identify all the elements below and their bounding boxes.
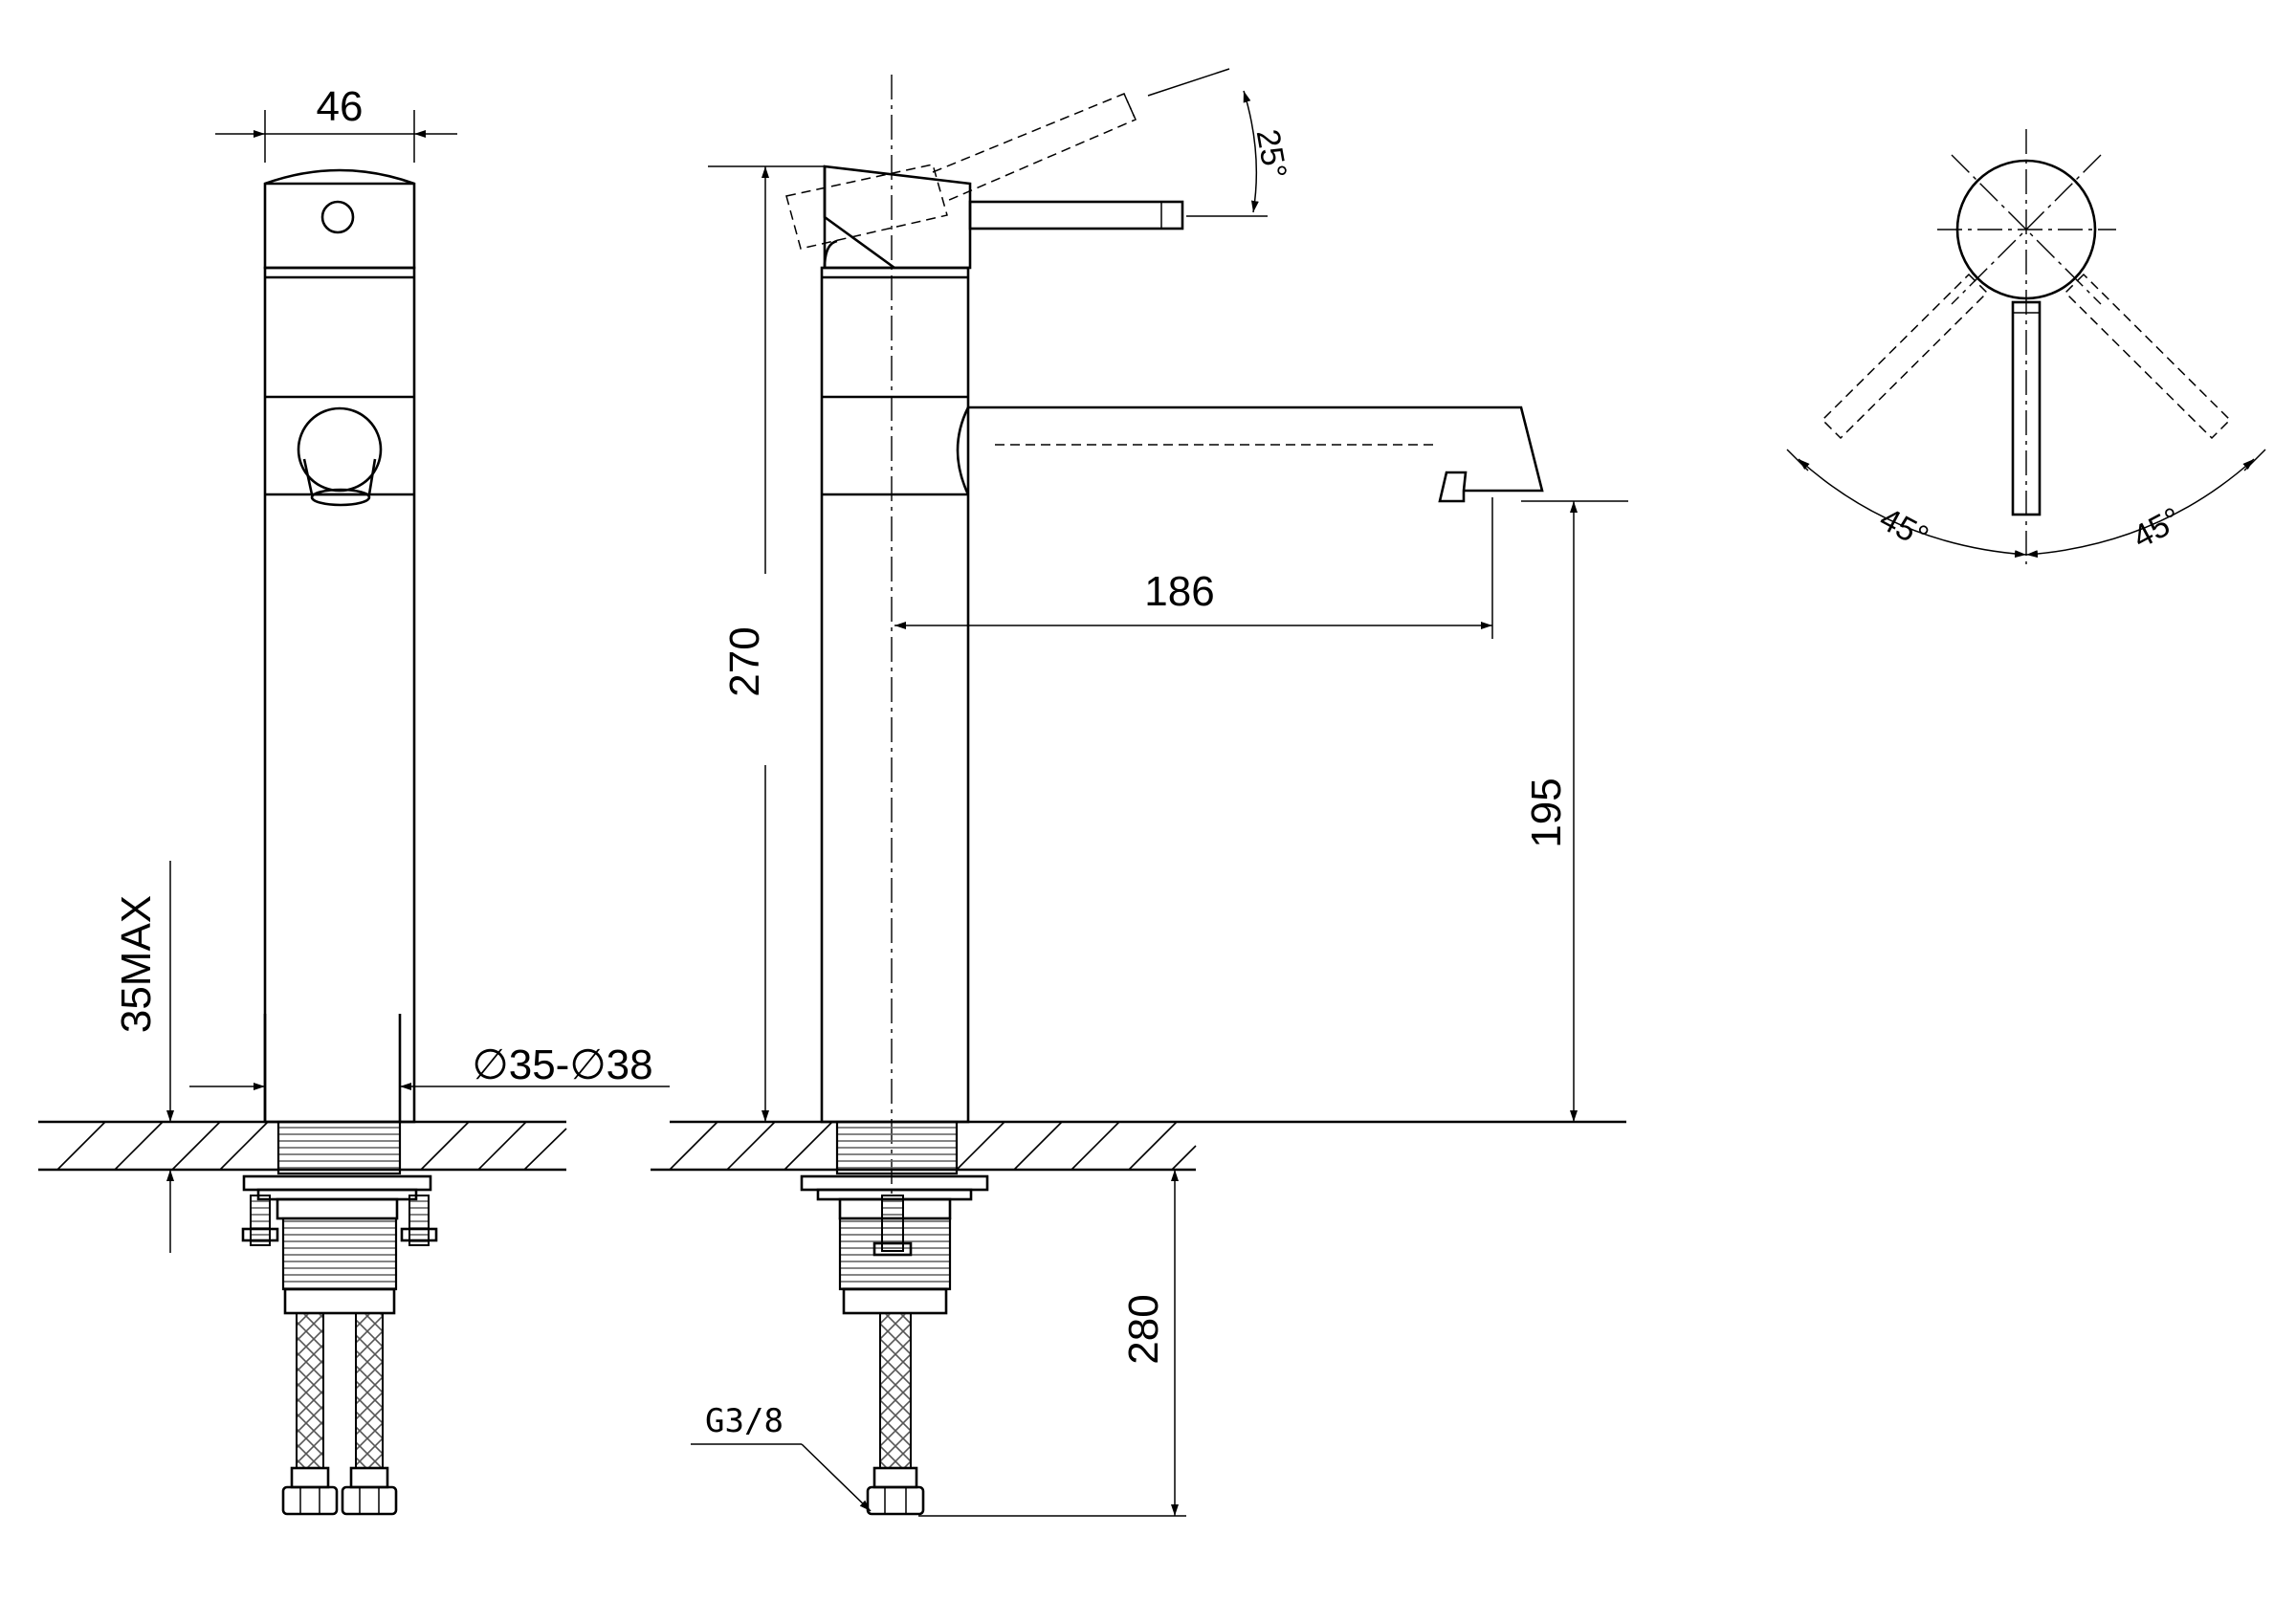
- side-view: [785, 75, 1544, 1516]
- front-mounting-plate: [242, 1174, 432, 1192]
- side-shank-threads: [835, 1120, 959, 1175]
- dim-label-45-left: 45°: [1874, 500, 1934, 556]
- side-lever-rod: [968, 200, 1184, 230]
- front-hose-left: [296, 1312, 324, 1469]
- front-hose-nut-right: [341, 1485, 398, 1516]
- front-countertop: [38, 1120, 567, 1172]
- dim-label-35max: 35MAX: [113, 895, 160, 1033]
- side-spout: [968, 406, 1544, 493]
- dim-label-hole: ∅35-∅38: [472, 1042, 652, 1088]
- side-hose: [879, 1312, 912, 1469]
- top-view: 45° 45°: [1786, 129, 2266, 564]
- callout-thread-g38: G3/8: [691, 1402, 872, 1512]
- front-hose-nut-left: [281, 1485, 339, 1516]
- front-spout-outlet: [297, 406, 383, 493]
- dim-label-25: 25°: [1249, 126, 1293, 181]
- front-shank-threads: [276, 1120, 402, 1175]
- dim-label-195: 195: [1523, 778, 1570, 847]
- dim-label-270: 270: [721, 626, 768, 696]
- dim-height-270: 270: [708, 165, 825, 1122]
- dim-label-46: 46: [317, 83, 364, 130]
- front-cap-indicator: [320, 200, 355, 234]
- side-lever-head: [823, 164, 972, 270]
- dim-deck-35max: 35MAX: [113, 861, 174, 1253]
- front-hose-right: [355, 1312, 384, 1469]
- dim-hose-280: 280: [918, 1170, 1186, 1517]
- dim-hole-diameter: ∅35-∅38: [189, 1042, 670, 1090]
- dim-lever-angle-25: 25°: [1147, 68, 1293, 217]
- dim-label-45-right: 45°: [2127, 500, 2187, 556]
- side-hose-nut: [866, 1485, 925, 1516]
- dim-reach-186: 186: [894, 497, 1493, 639]
- callout-label-g38: G3/8: [705, 1402, 784, 1440]
- dim-label-280: 280: [1120, 1294, 1167, 1364]
- side-aerator: [1438, 471, 1468, 503]
- dim-width-46: 46: [215, 83, 457, 163]
- dim-spout-height-195: 195: [1521, 500, 1628, 1122]
- side-countertop: [651, 1120, 1626, 1172]
- front-view: [241, 168, 438, 1516]
- side-mounting-plate: [800, 1174, 989, 1192]
- dim-label-186: 186: [1144, 568, 1214, 615]
